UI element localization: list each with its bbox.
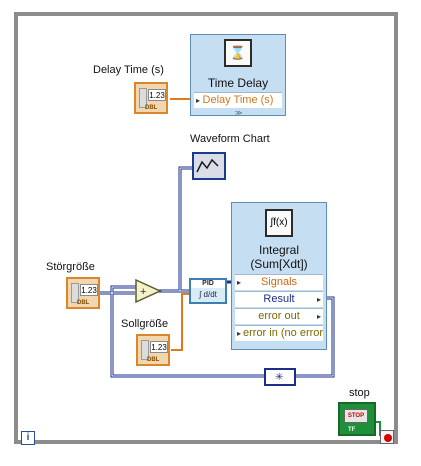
error-in-label: error in (no error): [243, 327, 323, 339]
integral-title: Integral: [258, 243, 300, 257]
soll-wire: [171, 293, 190, 351]
pid-header: PID: [191, 280, 225, 288]
delay-time-control[interactable]: 1.23 DBL: [134, 82, 168, 114]
pid-glyph: ∫ d/dt: [199, 290, 217, 299]
input-arrow-icon: ▸: [237, 278, 242, 287]
svg-text:+: +: [140, 286, 146, 298]
waveform-chart-indicator[interactable]: [192, 152, 226, 180]
time-delay-title: Time Delay: [207, 76, 269, 90]
sollgroesse-label: Sollgröße: [121, 318, 169, 330]
result-label: Result: [263, 293, 295, 305]
integral-vi[interactable]: ∫f(x) Integral (Sum[Xdt]) ▸ Signals Resu…: [231, 202, 327, 350]
spinner-icon[interactable]: [71, 283, 79, 303]
chart-feed-wire: [178, 166, 192, 291]
stoergroesse-control[interactable]: 1.23 DBL: [66, 277, 100, 309]
integral-subtitle: (Sum[Xdt]): [250, 257, 308, 271]
output-arrow-icon: ▸: [316, 295, 321, 304]
stop-control[interactable]: STOP TF: [338, 402, 376, 436]
loop-condition-stop-icon[interactable]: [380, 430, 394, 444]
delay-time-terminal[interactable]: ▸ Delay Time (s): [194, 92, 282, 108]
waveform-chart-label: Waveform Chart: [190, 133, 270, 145]
feedback-node[interactable]: ✳: [264, 368, 296, 386]
stop-button-glyph: STOP: [344, 409, 368, 423]
output-arrow-icon: ▸: [316, 312, 321, 321]
integral-icon: ∫f(x): [265, 209, 293, 237]
tf-type-badge: TF: [348, 427, 356, 433]
error-out-terminal[interactable]: error out ▸: [235, 308, 323, 324]
add-node: [135, 278, 162, 304]
expand-chevron-icon[interactable]: ≫: [235, 110, 243, 117]
info-icon[interactable]: i: [21, 431, 35, 445]
dbl-type-badge: DBL: [77, 300, 90, 306]
pid-subvi[interactable]: PID ∫ d/dt: [189, 278, 227, 304]
hourglass-icon: ⌛: [224, 39, 252, 67]
sollgroesse-value: 1.23: [150, 341, 168, 353]
delay-time-value: 1.23: [148, 89, 166, 101]
input-arrow-icon: ▸: [196, 96, 201, 105]
sollgroesse-control[interactable]: 1.23 DBL: [136, 334, 170, 366]
signals-terminal[interactable]: ▸ Signals: [235, 274, 323, 290]
chart-graph-icon: [196, 158, 219, 173]
spinner-icon[interactable]: [139, 88, 147, 108]
delay-time-terminal-label: Delay Time (s): [202, 94, 274, 106]
stoergroesse-label: Störgröße: [46, 261, 95, 273]
error-out-label: error out: [258, 310, 300, 322]
delay-time-label: Delay Time (s): [93, 64, 164, 76]
feedback-star-icon: ✳: [275, 372, 284, 383]
stop-label: stop: [349, 387, 370, 399]
result-terminal[interactable]: Result ▸: [235, 291, 323, 307]
signals-label: Signals: [260, 276, 298, 288]
error-in-terminal[interactable]: ▸ error in (no error): [235, 325, 323, 341]
spinner-icon[interactable]: [141, 340, 149, 360]
time-delay-vi[interactable]: ⌛ Time Delay ▸ Delay Time (s) ≫: [190, 34, 286, 117]
dbl-type-badge: DBL: [145, 105, 158, 111]
input-arrow-icon: ▸: [237, 329, 242, 338]
dbl-type-badge: DBL: [147, 357, 160, 363]
stoergroesse-value: 1.23: [80, 284, 98, 296]
